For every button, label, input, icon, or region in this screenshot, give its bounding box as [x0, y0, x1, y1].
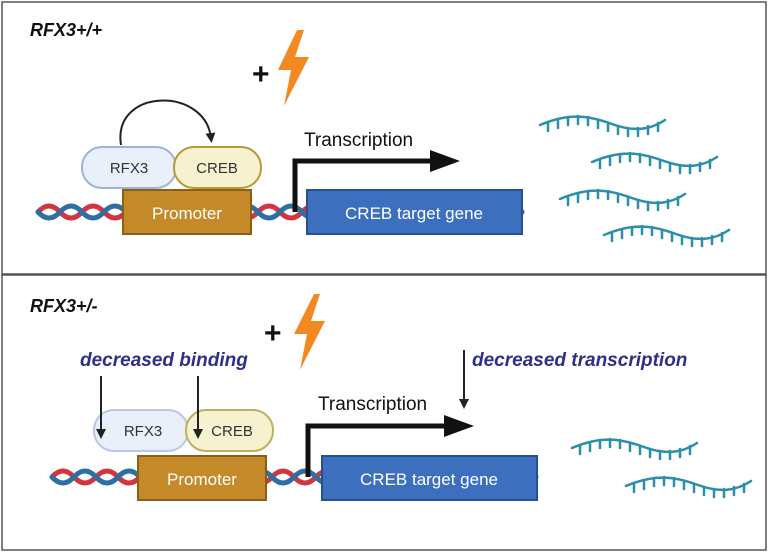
lightning-icon: [278, 30, 309, 106]
mrna-transcript: [570, 437, 699, 461]
lightning-icon: [294, 294, 325, 370]
promoter-label: Promoter: [152, 204, 222, 223]
plus-sign: +: [264, 317, 282, 350]
rfx3-factor: RFX3: [93, 409, 189, 452]
creb-label: CREB: [211, 423, 253, 440]
transcription-arrow-shaft: [292, 158, 432, 212]
transcription-arrow-head-icon: [430, 150, 460, 172]
panel-heterozygous: RFX3+/- + decreased binding decreased tr…: [30, 294, 753, 501]
promoter-box: Promoter: [122, 189, 252, 235]
decreased-binding-note: decreased binding: [80, 350, 248, 371]
creb-factor: CREB: [173, 146, 262, 189]
genotype-label: RFX3+/-: [30, 296, 98, 316]
promoter-box: Promoter: [137, 455, 267, 501]
panel-wildtype: RFX3+/+ + RFX3 CREB Promoter Transcripti…: [30, 20, 731, 248]
plus-sign: +: [252, 58, 270, 91]
rfx3-label: RFX3: [110, 160, 148, 177]
mrna-transcript: [538, 114, 667, 138]
mrna-transcript: [558, 188, 687, 212]
recruitment-arrow-icon: [119, 99, 216, 146]
transcription-arrow-head-icon: [444, 415, 474, 437]
decreased-transcription-note: decreased transcription: [472, 350, 687, 371]
mrna-transcript: [590, 151, 719, 175]
transcription-label: Transcription: [318, 394, 427, 415]
gene-label: CREB target gene: [345, 204, 483, 223]
creb-label: CREB: [196, 160, 238, 177]
mrna-group: [570, 437, 753, 499]
genotype-label: RFX3+/+: [30, 20, 103, 40]
gene-box: CREB target gene: [321, 455, 538, 501]
rfx3-label: RFX3: [124, 423, 162, 440]
mrna-group: [538, 114, 731, 248]
transcription-arrow-shaft: [305, 423, 446, 477]
rfx3-factor: RFX3: [81, 146, 177, 189]
mrna-transcript: [602, 224, 731, 248]
gene-label: CREB target gene: [360, 470, 498, 489]
promoter-label: Promoter: [167, 470, 237, 489]
mrna-transcript: [624, 475, 753, 499]
transcription-label: Transcription: [304, 130, 413, 151]
gene-box: CREB target gene: [306, 189, 523, 235]
creb-factor: CREB: [185, 409, 274, 452]
